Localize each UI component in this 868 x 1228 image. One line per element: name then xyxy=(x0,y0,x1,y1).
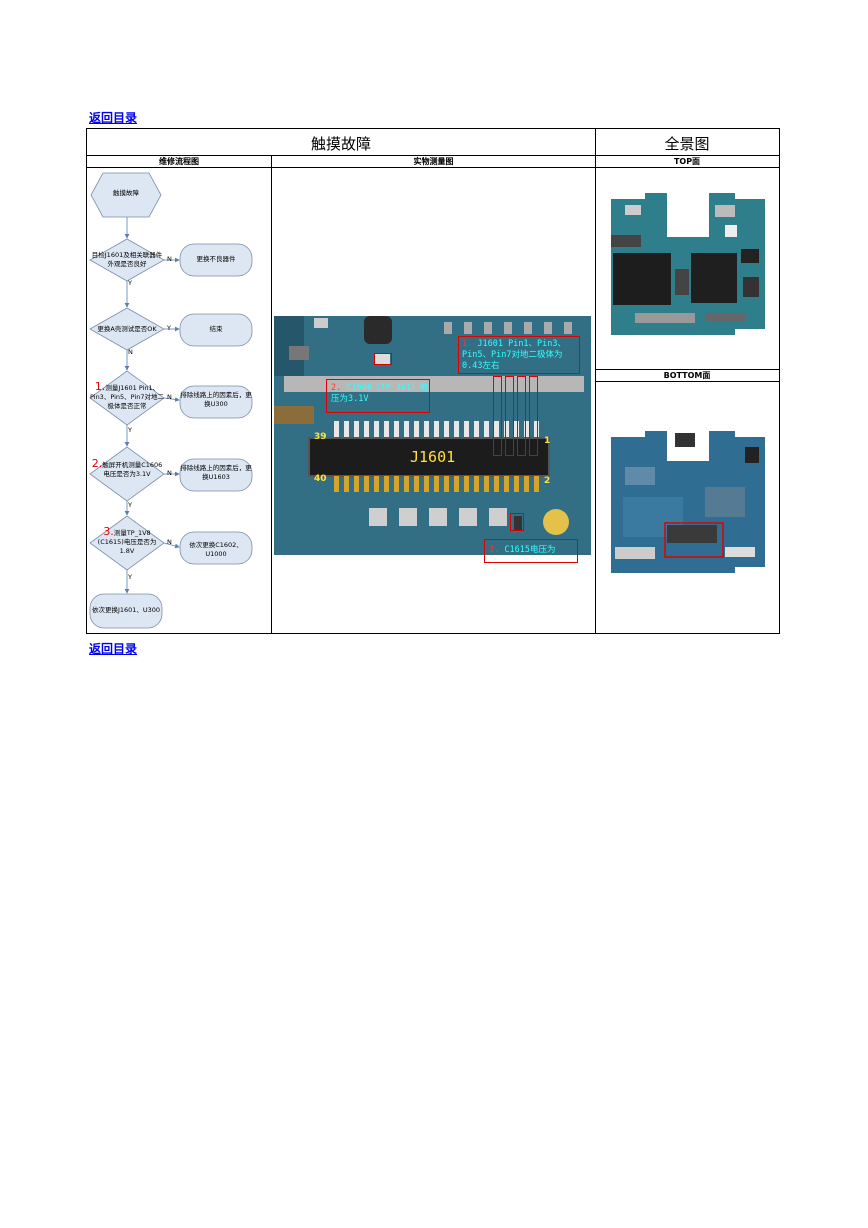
flow-step5-no-action: 依次更换C1602、U1000 xyxy=(189,541,243,558)
flow-start-label: 触摸故障 xyxy=(113,189,139,197)
pin-label-39: 39 xyxy=(314,432,327,442)
flow-step5-text: 测量TP_1V8 (C1615)电压是否为1.8V xyxy=(97,529,157,555)
flow-end-label: 依次更换J1601、U300 xyxy=(91,606,161,614)
row-divider-4 xyxy=(595,381,779,382)
annotation-box-2 xyxy=(326,379,430,413)
back-to-contents-link-top[interactable]: 返回目录 xyxy=(89,111,138,125)
flow-step4-no-action: 排除线路上的因素后，更换U1603 xyxy=(180,464,252,481)
annotation-marker-pin3 xyxy=(517,376,526,456)
fault-table: 触摸故障 全景图 维修流程图 实物测量图 TOP面 BOTTOM面 xyxy=(86,128,780,634)
flow-box-3 xyxy=(179,385,253,419)
row-divider-3 xyxy=(595,369,779,370)
annotation-marker-c1615 xyxy=(510,513,524,531)
flow-box-2 xyxy=(179,313,253,347)
row-divider-1 xyxy=(87,155,779,156)
col-divider-1 xyxy=(271,155,272,634)
flow-step3-question: 1.测量J1601 Pin1、Pin3、Pin5、Pin7对地二极体是否正常 xyxy=(89,380,165,411)
connector-label-j1601: J1601 xyxy=(410,448,456,466)
flow-label-y-1: Y xyxy=(128,279,132,287)
measurement-photo: 1. J1601 Pin1、Pin3、Pin5、Pin7对地二极体为0.43左右… xyxy=(274,316,591,555)
flow-label-y-5: Y xyxy=(128,573,132,581)
pin-label-2: 2 xyxy=(544,476,551,486)
header-bottom-side: BOTTOM面 xyxy=(663,371,711,380)
annotation-marker-pin5 xyxy=(529,376,538,456)
flow-label-n-1: N xyxy=(167,255,172,263)
flowchart-graphic xyxy=(89,172,253,629)
flow-step3-text: 测量J1601 Pin1、Pin3、Pin5、Pin7对地二极体是否正常 xyxy=(89,384,164,410)
bottom-side-board-photo xyxy=(605,427,769,577)
pin-label-40: 40 xyxy=(314,474,327,484)
back-to-contents-link-bottom[interactable]: 返回目录 xyxy=(89,642,138,656)
flow-label-y-4: Y xyxy=(128,501,132,509)
annotation-text-3: 3. C1615电压为 xyxy=(489,545,577,556)
header-flowchart: 维修流程图 xyxy=(159,157,199,166)
flow-step2-question: 更换A壳测试是否OK xyxy=(97,325,157,333)
annotation-number-2: 2. xyxy=(331,383,342,393)
annotation-text-2: 2. C1606（TP_3V1）电压为3.1V xyxy=(331,383,429,405)
flow-end-box xyxy=(89,593,163,629)
top-side-board-photo xyxy=(605,189,769,339)
annotation-marker-pin1 xyxy=(505,376,514,456)
annotation-marker-pin7 xyxy=(493,376,502,456)
flow-step4-question: 2.触屏开机测量C1606电压是否为3.1V xyxy=(89,457,165,479)
annotation-text-1: 1. J1601 Pin1、Pin3、Pin5、Pin7对地二极体为0.43左右 xyxy=(462,339,580,372)
annotation-label-2: C1606（TP_3V1）电压为3.1V xyxy=(331,383,429,404)
flow-step5-number: 3. xyxy=(103,525,114,538)
flow-step4-text: 触屏开机测量C1606电压是否为3.1V xyxy=(102,461,163,478)
annotation-number-1: 1. xyxy=(462,339,473,349)
pin-label-1: 1 xyxy=(544,436,551,446)
title-overview: 全景图 xyxy=(664,135,710,153)
annotation-label-1: J1601 Pin1、Pin3、Pin5、Pin7对地二极体为0.43左右 xyxy=(462,339,567,371)
annotation-box-3 xyxy=(484,539,578,563)
flow-step2-yes-action: 结束 xyxy=(209,325,223,333)
flow-box-5 xyxy=(179,531,253,565)
annotation-marker-c1606 xyxy=(374,353,392,365)
flow-step5-question: 3.测量TP_1V8 (C1615)电压是否为1.8V xyxy=(91,525,163,556)
header-top-side: TOP面 xyxy=(673,157,701,166)
annotation-label-3: C1615电压为 xyxy=(504,545,556,555)
annotation-box-1 xyxy=(458,336,580,374)
flow-label-n-5: N xyxy=(167,538,172,546)
flow-step1-question: 目检J1601及相关联器件外观是否良好 xyxy=(91,251,163,268)
flow-box-4 xyxy=(179,458,253,492)
flow-start-shape xyxy=(90,172,162,218)
flow-step4-number: 2. xyxy=(91,457,103,470)
title-touch-fault: 触摸故障 xyxy=(310,135,371,153)
flow-label-n-4: N xyxy=(167,469,172,477)
row-divider-2 xyxy=(87,167,779,168)
flow-label-y-2: Y xyxy=(167,324,171,332)
flow-label-n-3: N xyxy=(167,393,172,401)
flow-step3-no-action: 排除线路上的因素后，更换U300 xyxy=(180,391,252,408)
flow-label-n-2: N xyxy=(128,348,133,356)
flow-step3-number: 1. xyxy=(94,380,106,393)
flow-step1-no-action: 更换不良器件 xyxy=(196,255,236,263)
header-measurement-photo: 实物测量图 xyxy=(413,157,454,166)
annotation-number-3: 3. xyxy=(489,545,500,555)
flow-box-1 xyxy=(179,243,253,277)
flow-label-y-3: Y xyxy=(128,426,132,434)
